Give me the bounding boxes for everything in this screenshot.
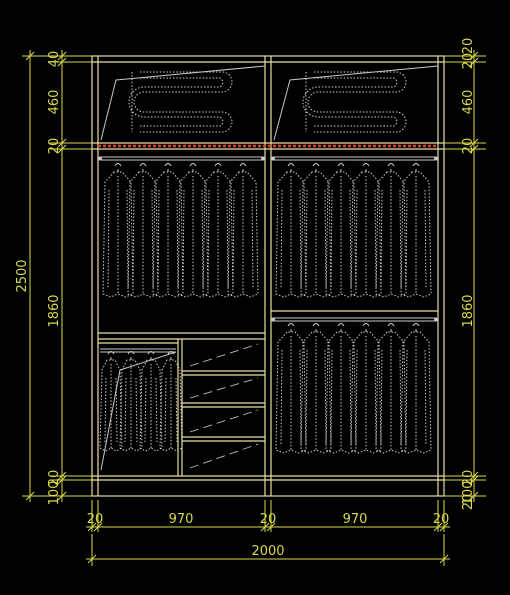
dim-left-main: 1860 <box>47 294 62 327</box>
drawer-glass-3 <box>189 409 259 433</box>
hanger-hook <box>412 323 420 332</box>
dimension-labels: 2500 40 460 20 1860 20 100 20 20 460 20 … <box>15 38 476 559</box>
dim-bottom-right-bay: 970 <box>343 512 368 527</box>
folded-blanket-left <box>128 71 233 133</box>
dim-bottom-divider: 20 <box>260 512 277 527</box>
garments-upper-left <box>102 163 259 298</box>
drawer-glass-2 <box>189 377 259 399</box>
garment <box>300 331 332 454</box>
garment <box>375 331 407 454</box>
hanger-hook <box>387 323 395 332</box>
hanger-hook <box>287 323 295 332</box>
top-right-reflection <box>273 65 439 141</box>
garments-lower-right <box>275 323 432 454</box>
dim-right-bottom-panel: 20 <box>461 470 476 487</box>
hanging-rod-lower-right <box>271 317 438 322</box>
left-ticks <box>57 51 67 501</box>
garment <box>275 331 307 454</box>
outer-carcass <box>91 55 445 497</box>
dim-total-height: 2500 <box>15 259 30 292</box>
dim-right-main: 1860 <box>461 294 476 327</box>
dim-left-shelf: 20 <box>47 138 62 155</box>
drawer-glass-4 <box>189 443 259 469</box>
dim-total-width: 2000 <box>251 544 284 559</box>
dim-left-bottom-panel: 20 <box>47 470 62 487</box>
dim-right-top-b: 20 <box>461 53 476 70</box>
hanger-hook <box>337 323 345 332</box>
garment <box>325 331 357 454</box>
hanger-hook <box>147 351 155 360</box>
hanger-hook <box>362 323 370 332</box>
garment <box>177 171 209 298</box>
garment <box>400 331 432 454</box>
right-ticks <box>469 51 479 501</box>
garment <box>202 171 234 298</box>
dim-left-top: 40 <box>47 51 62 68</box>
dim-left-plinth: 100 <box>47 481 62 506</box>
garments-upper-right <box>275 163 432 298</box>
dim-right-upper: 460 <box>461 90 476 115</box>
garment <box>102 171 134 298</box>
drawer-glass-1 <box>189 343 259 367</box>
garment <box>152 171 184 298</box>
hanger-hook <box>312 323 320 332</box>
garments-lower-left <box>99 351 183 452</box>
garment <box>127 171 159 298</box>
hanging-rod-upper-right <box>271 156 438 161</box>
dim-left-upper: 460 <box>47 90 62 115</box>
garment <box>350 331 382 454</box>
garment <box>350 171 382 298</box>
garment <box>400 171 432 298</box>
dim-bottom-left-side: 20 <box>87 512 104 527</box>
dim-right-top-a: 20 <box>461 38 476 55</box>
hanger-hook <box>127 351 135 360</box>
garment <box>375 171 407 298</box>
garment <box>300 171 332 298</box>
dim-right-base: 20 <box>461 494 476 511</box>
dim-bottom-right-side: 20 <box>433 512 450 527</box>
cabinet-frame <box>91 55 445 497</box>
dim-right-shelf: 20 <box>461 138 476 155</box>
top-left-reflection <box>100 65 266 141</box>
folded-blanket-right <box>302 71 407 133</box>
hanger-hook <box>107 351 115 360</box>
garment <box>275 171 307 298</box>
dimension-lines <box>22 50 486 566</box>
dim-bottom-left-bay: 970 <box>169 512 194 527</box>
hanger-hook <box>167 351 175 360</box>
dim-right-plinth: 100 <box>461 481 476 506</box>
garment <box>325 171 357 298</box>
garment <box>227 171 259 298</box>
hanging-rod-upper-left <box>98 156 265 161</box>
